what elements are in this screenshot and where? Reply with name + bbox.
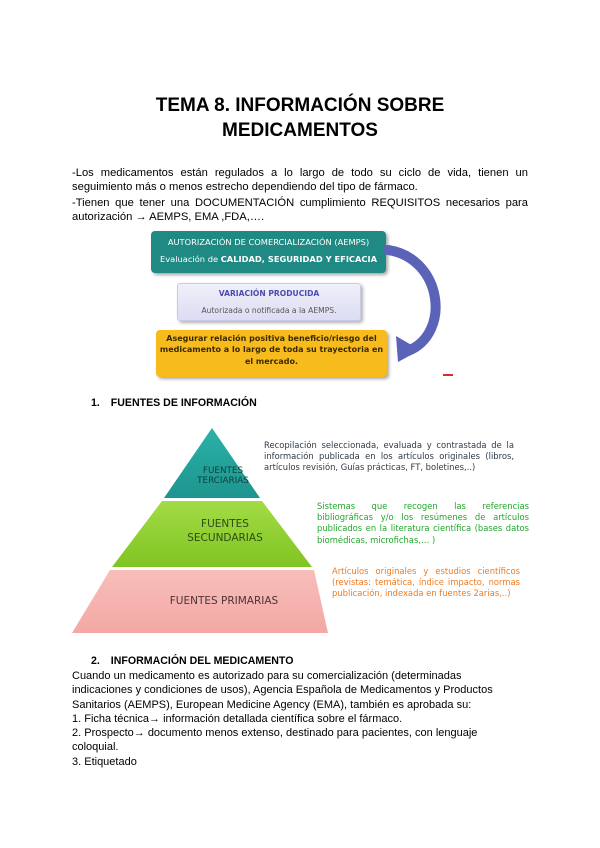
section-2-line: coloquial. xyxy=(72,741,119,754)
tier-secundarias-shape xyxy=(112,501,312,567)
tier-terciarias-line-1: FUENTES xyxy=(203,466,244,476)
intro-paragraph-1: -Los medicamentos están regulados a lo l… xyxy=(72,167,528,193)
section-2-line: Sanitarios (AEMPS), European Medicine Ag… xyxy=(72,698,472,711)
section-2-line: 2. Prospecto→ documento menos extenso, d… xyxy=(72,727,478,740)
section-1-title: FUENTES DE INFORMACIÓN xyxy=(110,397,257,409)
authorization-subtitle: Evaluación de CALIDAD, SEGURIDAD Y EFICA… xyxy=(151,253,386,265)
authorization-box: AUTORIZACIÓN DE COMERCIALIZACIÓN (AEMPS)… xyxy=(151,231,386,273)
benefit-risk-line-3: el mercado. xyxy=(244,356,299,366)
document-title: TEMA 8. INFORMACIÓN SOBRE MEDICAMENTOS xyxy=(80,93,520,143)
benefit-risk-line-1: Asegurar relación positiva beneficio/rie… xyxy=(166,334,377,343)
desc-primarias: Artículos originales y estudios científi… xyxy=(332,566,520,599)
section-2-line: Cuando un medicamento es autorizado para… xyxy=(72,670,462,682)
sources-pyramid: FUENTES TERCIARIAS FUENTES SECUNDARIAS F… xyxy=(72,428,328,633)
authorization-title: AUTORIZACIÓN DE COMERCIALIZACIÓN (AEMPS) xyxy=(167,237,370,247)
tier-terciarias-line-2: TERCIARIAS xyxy=(196,476,249,486)
section-2-heading: 2. INFORMACIÓN DEL MEDICAMENTO xyxy=(91,655,293,667)
intro-paragraph-2: -Tienen que tener una DOCUMENTACIÓN cump… xyxy=(72,197,528,223)
authorization-subtitle-bold: CALIDAD, SEGURIDAD Y EFICACIA xyxy=(220,254,378,264)
benefit-risk-line-2: medicamento a lo largo de toda su trayec… xyxy=(159,345,384,355)
tier-primarias-label: FUENTES PRIMARIAS xyxy=(170,595,279,607)
desc-secundarias: Sistemas que recogen las referencias bib… xyxy=(317,501,529,545)
tier-terciarias-shape xyxy=(164,428,260,498)
red-mark xyxy=(443,374,453,376)
section-2-line: 1. Ficha técnica→ información detallada … xyxy=(72,712,403,725)
section-2-body: Cuando un medicamento es autorizado para… xyxy=(72,669,532,769)
curved-arrow-icon xyxy=(383,245,441,362)
section-2-number: 2. xyxy=(91,655,100,667)
section-1-heading: 1. FUENTES DE INFORMACIÓN xyxy=(91,397,257,409)
section-1-number: 1. xyxy=(91,397,100,409)
authorization-subtitle-prefix: Evaluación de xyxy=(159,254,221,264)
variation-subtitle: Autorizada o notificada a la AEMPS. xyxy=(201,306,337,315)
variation-box: VARIACIÓN PRODUCIDA Autorizada o notific… xyxy=(177,283,361,321)
section-2-line: indicaciones y condiciones de usos), Age… xyxy=(72,684,493,697)
variation-title: VARIACIÓN PRODUCIDA xyxy=(218,289,320,298)
section-2-line: 3. Etiquetado xyxy=(72,755,137,768)
tier-primarias-shape xyxy=(72,570,328,633)
tier-secundarias-line-1: FUENTES xyxy=(201,518,249,530)
title-line-1: TEMA 8. INFORMACIÓN SOBRE xyxy=(155,95,445,116)
tier-secundarias-line-2: SECUNDARIAS xyxy=(187,532,263,544)
title-line-2: MEDICAMENTOS xyxy=(222,120,378,141)
benefit-risk-box: Asegurar relación positiva beneficio/rie… xyxy=(156,330,387,377)
section-2-title: INFORMACIÓN DEL MEDICAMENTO xyxy=(110,655,294,667)
desc-terciarias: Recopilación seleccionada, evaluada y co… xyxy=(264,440,514,473)
